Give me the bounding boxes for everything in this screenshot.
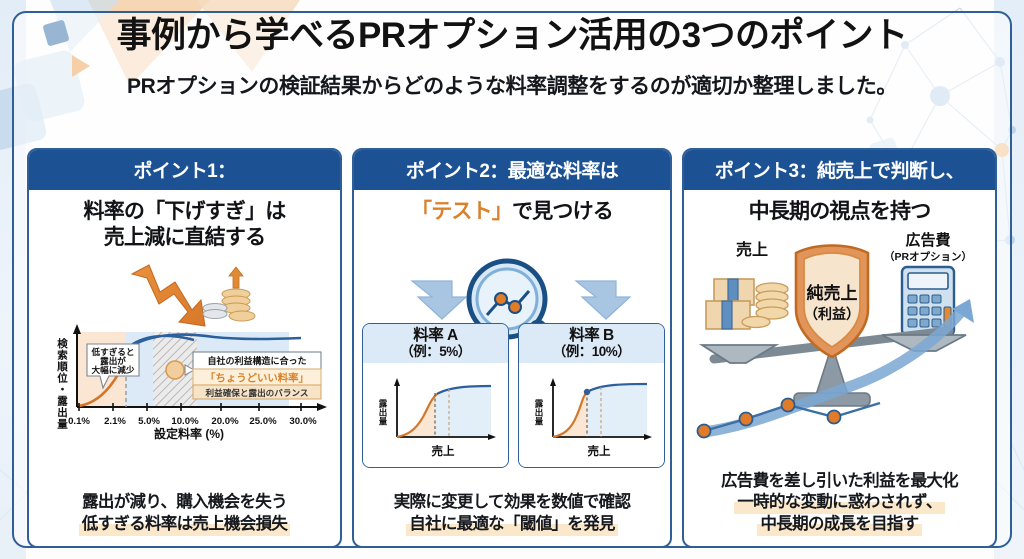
x-tick-4: 20.0% [211, 416, 239, 427]
card-b-xlabel: 売上 [588, 444, 611, 458]
panel2-body: 料率 A （例：5%） [354, 227, 670, 489]
panel1-callout-sweetspot: 自社の利益構造に合った 「ちょうどいい料率」 利益確保と露出のバランス [184, 351, 322, 400]
shield-label-line1: 純売上 [807, 283, 858, 303]
panel-point3: ポイント3：純売上で判断し、 中長期の視点を持つ 売上 広告費 （PRオプション… [682, 148, 997, 548]
card-rate-a: 料率 A （例：5%） [362, 322, 509, 469]
sweet-spot-marker [165, 360, 185, 381]
panel3-foot-line3: 中長期の成長を目指す [688, 514, 991, 536]
panel1-footer: 露出が減り、購入機会を失う 低すぎる料率は売上機会損失 [29, 488, 340, 546]
panel1-subtitle: 料率の「下げすぎ」は 売上減に直結する [29, 190, 340, 252]
panel1-callout-low: 低すぎると 露出が 大幅に減少 [86, 343, 140, 390]
card-a-xlabel: 売上 [432, 444, 455, 458]
card-rate-b: 料率 B （例：10%） [518, 322, 665, 469]
panel1-header: ポイント1： [29, 150, 340, 190]
card-b-header: 料率 B （例：10%） [519, 323, 664, 364]
panel1-foot-line1: 露出が減り、購入機会を失う [82, 493, 287, 512]
panel3-label-adcost: 広告費 [905, 231, 950, 249]
card-b-example: （例：10%） [552, 343, 631, 359]
panel2-foot-line2: 自社に最適な「閾値」を発見 [358, 514, 666, 536]
panel1-subtitle-line1: 料率の「下げすぎ」は [83, 200, 287, 223]
coins-stack-icon [202, 266, 256, 322]
panel2-footer: 実際に変更して効果を数値で確認 自社に最適な「閾値」を発見 [354, 488, 670, 546]
callout-low-line2: 露出が [100, 355, 126, 366]
shield-label-line2: （利益） [804, 306, 860, 322]
header: 事例から学べるPRオプション活用の3つのポイント PRオプションの検証結果からど… [0, 16, 1024, 100]
card-b-ylabel: 露出量 [534, 399, 544, 427]
panels-container: ポイント1： 料率の「下げすぎ」は 売上減に直結する [27, 148, 997, 548]
down-trend-arrow-icon [130, 264, 206, 327]
panel3-body: 売上 広告費 （PRオプション） [684, 227, 995, 467]
trend-point-0 [696, 423, 712, 439]
card-a-header: 料率 A （例：5%） [363, 323, 508, 364]
shield-profit-icon: 純売上 （利益） [794, 243, 870, 359]
panel3-foot-line2: 一時的な変動に惑わされず、 [688, 492, 991, 515]
x-tick-3: 10.0% [171, 416, 199, 427]
panel1-x-tick-labels: 0.1% 2.1% 5.0% 10.0% 20.0% 25.0% 30.0% [68, 416, 317, 427]
trend-point-3 [826, 409, 842, 425]
callout-sweet-line1: 自社の利益構造に合った [207, 355, 306, 366]
panel1-y-axis-label: 検索順位・露出量 [56, 337, 68, 430]
x-tick-1: 2.1% [104, 416, 126, 427]
panel3-header: ポイント3：純売上で判断し、 [684, 150, 995, 190]
card-b-body: 露出量 売上 [519, 363, 664, 468]
panel2-header: ポイント2：最適な料率は [354, 150, 670, 190]
page-title: 事例から学べるPRオプション活用の3つのポイント [116, 16, 908, 55]
card-a-example: （例：5%） [400, 343, 471, 359]
panel1-subtitle-line2: 売上減に直結する [103, 225, 266, 249]
x-tick-6: 30.0% [289, 416, 317, 427]
panel3-footer: 広告費を差し引いた利益を最大化 一時的な変動に惑わされず、 中長期の成長を目指す [684, 467, 995, 546]
callout-low-line3: 大幅に減少 [92, 364, 135, 375]
panel2-cards: 料率 A （例：5%） [362, 322, 666, 469]
panel2-split-arrows [410, 280, 632, 320]
panel2-subtitle: 「テスト」で見つける [354, 190, 670, 227]
card-b-title: 料率 B [569, 326, 614, 344]
panel2-foot-line1: 実際に変更して効果を数値で確認 [393, 493, 631, 512]
callout-sweet-line2: 「ちょうどいい料率」 [205, 372, 309, 385]
callout-low-line1: 低すぎると [91, 346, 135, 357]
callout-sweet-line3: 利益確保と露出のバランス [205, 387, 309, 398]
panel1-foot-line2: 低すぎる料率は売上機会損失 [33, 514, 336, 536]
panel3-subtitle: 中長期の視点を持つ [748, 200, 932, 223]
x-tick-2: 5.0% [138, 416, 160, 427]
arrow-down-right-icon [574, 280, 632, 320]
panel-point1: ポイント1： 料率の「下げすぎ」は 売上減に直結する [27, 148, 342, 548]
panel1-body: 0.1% 2.1% 5.0% 10.0% 20.0% 25.0% 30.0% 設… [29, 252, 340, 488]
card-a-body: 露出量 売上 [363, 363, 508, 468]
boxes-and-coins-icon [705, 277, 789, 330]
panel3-foot-line1: 広告費を差し引いた利益を最大化 [720, 471, 959, 490]
panel2-subtitle-rest: で見つける [512, 200, 614, 223]
card-a-title: 料率 A [413, 326, 458, 344]
card-b-chart: 露出量 売上 [534, 378, 652, 458]
panel1-chart: 0.1% 2.1% 5.0% 10.0% 20.0% 25.0% 30.0% 設… [56, 264, 327, 441]
trend-point-2 [780, 397, 796, 413]
x-tick-0: 0.1% [68, 416, 90, 427]
card-a-ylabel: 露出量 [378, 399, 388, 427]
arrow-down-left-icon [410, 280, 468, 320]
x-tick-5: 25.0% [249, 416, 277, 427]
panel1-x-axis-label: 設定料率 (%) [154, 426, 224, 441]
card-a-chart: 露出量 売上 [378, 378, 496, 458]
panel3-label-adcost-sub: （PRオプション） [884, 250, 972, 263]
trend-point-1 [738, 411, 754, 427]
growth-trend-chart [696, 298, 974, 439]
panel3-label-sales: 売上 [736, 240, 768, 259]
page-subtitle: PRオプションの検証結果からどのような料率調整をするのが適切か整理しました。 [127, 74, 897, 98]
panel2-subtitle-accent: 「テスト」 [411, 200, 513, 223]
panel-point2: ポイント2：最適な料率は 「テスト」で見つける 料率 A [352, 148, 672, 548]
panel3-balance-illustration: 売上 広告費 （PRオプション） [696, 231, 974, 439]
